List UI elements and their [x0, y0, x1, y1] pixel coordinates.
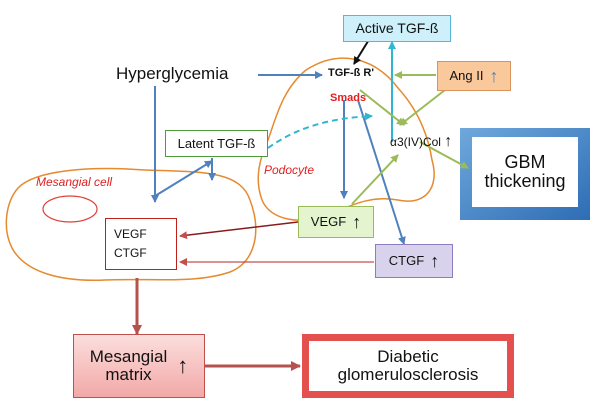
- mesangial-cell-label: Mesangial cell: [36, 175, 113, 189]
- matrix-up-arrow-icon: ↑: [177, 353, 189, 379]
- cell-growth-factor-box: VEGF CTGF: [105, 218, 177, 270]
- matrix-line2: matrix: [105, 365, 152, 384]
- ctgf-up-arrow-icon: ↑: [430, 250, 440, 271]
- collagen-up-arrow-icon: ↑: [444, 133, 453, 150]
- cell-vegf-label: VEGF: [114, 227, 147, 242]
- active-tgf-box: Active TGF-ß: [343, 15, 451, 42]
- podocyte-label: Podocyte: [264, 163, 315, 177]
- mesangial-cell-outline: [5, 167, 257, 281]
- tgf-receptor-label: TGF-ß R': [328, 67, 374, 79]
- matrix-line1: Mesangial: [89, 347, 168, 367]
- cell-ctgf-label: CTGF: [114, 246, 147, 260]
- ctgf-box: CTGF ↑: [375, 244, 453, 278]
- arrow-ang2-to-collagen: [399, 89, 446, 126]
- arrow-vegf-to-cell-vegf: [179, 221, 299, 240]
- ang2-label: Ang II: [449, 68, 484, 84]
- smads-label: Smads: [330, 92, 367, 104]
- arrow-receptor-to-collagen: [359, 89, 405, 126]
- diabetic-glomerulosclerosis-box: Diabetic glomerulosclerosis: [302, 334, 514, 398]
- collagen-text: α3(IV)Col: [390, 135, 441, 149]
- vegf-label: VEGF: [310, 214, 347, 230]
- gbm-thickening-box: GBM thickening: [472, 137, 578, 207]
- ang2-box: Ang II ↑: [437, 61, 511, 91]
- gbm-box-inner: [472, 137, 578, 207]
- arrow-to-latent-tgf: [154, 160, 213, 197]
- latent-tgf-label: Latent TGF-ß: [177, 135, 256, 151]
- hyperglycemia-label: Hyperglycemia: [116, 64, 229, 83]
- ang2-up-arrow-icon: ↑: [489, 65, 499, 86]
- arrow-active-tgf-to-receptor: [353, 37, 371, 65]
- gbm-line1: GBM: [504, 152, 546, 173]
- latent-tgf-box: Latent TGF-ß: [165, 130, 268, 157]
- gbm-line2: thickening: [484, 171, 566, 191]
- vegf-up-arrow-icon: ↑: [352, 211, 362, 232]
- collagen-label: α3(IV)Col ↑: [390, 133, 452, 151]
- diabetic-line2: glomerulosclerosis: [337, 365, 479, 384]
- mesangial-matrix-box: Mesangial matrix ↑: [73, 334, 205, 398]
- nucleus-outline: [42, 195, 98, 223]
- vegf-box: VEGF ↑: [298, 206, 374, 238]
- active-tgf-label: Active TGF-ß: [355, 20, 439, 37]
- ctgf-label: CTGF: [388, 253, 425, 269]
- arrow-latent-activation-dashed: [267, 112, 373, 149]
- arrow-collagen-to-gbm: [419, 141, 469, 169]
- arrow-vegf-to-collagen: [351, 154, 399, 205]
- diabetic-line1: Diabetic: [377, 347, 439, 367]
